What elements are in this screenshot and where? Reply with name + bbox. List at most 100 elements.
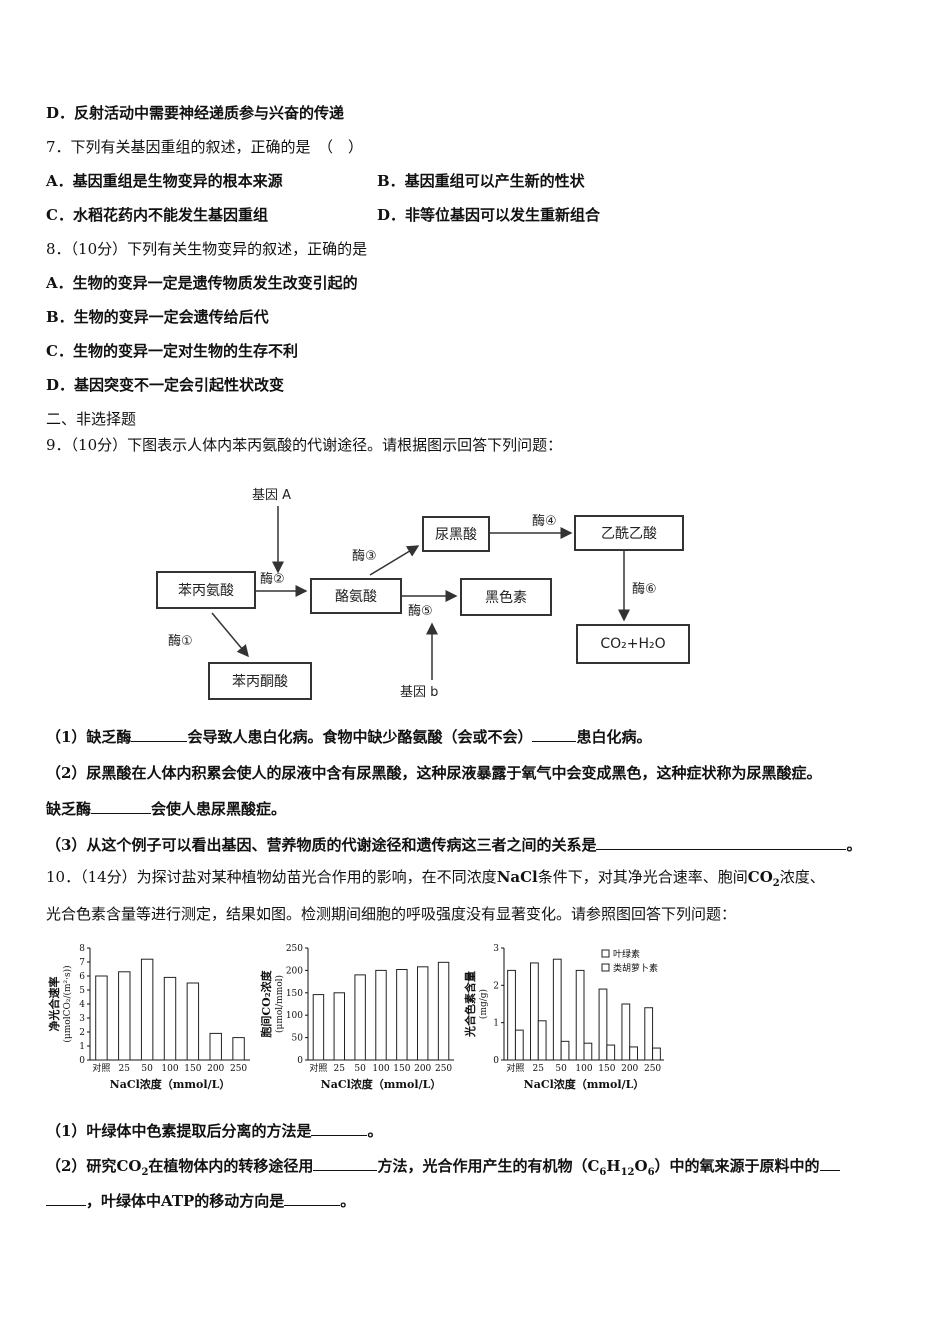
q6-option-d-text: D．反射活动中需要神经递质参与兴奋的传递 [46, 104, 345, 122]
bar [560, 1040, 570, 1061]
enzyme-3-label: 酶③ [352, 549, 377, 564]
y-tick-label: 3 [79, 1014, 85, 1024]
answer-blank[interactable] [284, 1191, 341, 1206]
bar [375, 969, 387, 1061]
x-tick-label: 50 [555, 1064, 567, 1074]
y-tick-label: 1 [79, 1042, 85, 1052]
y-axis-label: (μmol/mmol) [274, 975, 285, 1033]
q6-option-d: D．反射活动中需要神经递质参与兴奋的传递 [46, 102, 344, 123]
x-tick-label: 100 [575, 1064, 592, 1074]
x-tick-label: 150 [184, 1064, 201, 1074]
x-tick-label: 对照 [92, 1062, 110, 1074]
bar [140, 958, 154, 1061]
y-tick-label: 0 [493, 1056, 499, 1066]
q10-co2: CO [747, 868, 773, 886]
q9-part3-text-b: 。 [846, 836, 862, 854]
phenylalanine-box: 苯丙氨酸 [156, 571, 256, 609]
q10-part2-line2: ，叶绿体中ATP的移动方向是。 [46, 1190, 355, 1211]
y-tick-label: 8 [79, 944, 85, 954]
x-tick-label: 150 [598, 1064, 615, 1074]
enzyme-2-label: 酶② [260, 572, 285, 587]
q9-part2-line2: 缺乏酶会使人患尿黑酸症。 [46, 798, 286, 819]
gene-b-label: 基因 b [400, 685, 439, 700]
legend-label: 类胡萝卜素 [613, 962, 658, 974]
enzyme-5-label: 酶⑤ [408, 604, 433, 619]
y-tick-label: 0 [297, 1056, 303, 1066]
tyrosine-box: 酪氨酸 [310, 578, 402, 614]
bar [95, 975, 108, 1061]
q10-atp: ATP [161, 1192, 195, 1210]
y-axis-label: (μmolCO₂/(m²·s)) [62, 965, 73, 1042]
bar [333, 992, 345, 1061]
q9-stem: 9．（10分）下图表示人体内苯丙氨酸的代谢途径。请根据图示回答下列问题： [46, 436, 563, 454]
y-tick-label: 100 [286, 1011, 303, 1021]
y-tick-label: 250 [286, 944, 303, 954]
y-tick-label: 50 [292, 1034, 304, 1044]
bar [232, 1037, 245, 1061]
q10-part2-text-a: （2）研究 [46, 1157, 117, 1175]
bar [312, 994, 325, 1061]
q10-part2-co2-sub: 2 [141, 1167, 149, 1178]
q8-option-b: B．生物的变异一定会遗传给后代 [46, 308, 269, 326]
y-tick-label: 5 [79, 986, 85, 996]
q9-part1-text-c: 患白化病。 [576, 728, 652, 746]
q10-co2-sub: 2 [772, 878, 780, 889]
q8-option-a: A．生物的变异一定是遗传物质发生改变引起的 [46, 274, 358, 292]
formula-o-sub: 6 [647, 1167, 655, 1178]
y-tick-label: 1 [493, 1019, 499, 1029]
melanin-box: 黑色素 [460, 578, 552, 616]
q8-option-c: C．生物的变异一定对生物的生存不利 [46, 342, 298, 360]
answer-blank[interactable] [131, 727, 188, 742]
enzyme-4-label: 酶④ [532, 514, 557, 529]
q10-part2-text-g: 。 [340, 1192, 356, 1210]
phenylpyruvate-box: 苯丙酮酸 [208, 662, 312, 700]
bar [575, 969, 585, 1061]
answer-blank[interactable] [819, 1156, 840, 1171]
y-axis-label: 净光合速率 [47, 977, 61, 1032]
x-tick-label: 50 [141, 1064, 153, 1074]
answer-blank[interactable] [596, 835, 847, 850]
answer-blank[interactable] [313, 1156, 378, 1171]
x-tick-label: 250 [230, 1064, 247, 1074]
bar [507, 969, 516, 1061]
y-axis-label: (mg/g) [478, 989, 489, 1019]
x-tick-label: 25 [119, 1064, 131, 1074]
q9-part3-text-a: （3）从这个例子可以看出基因、营养物质的代谢途径和遗传病这三者之间的关系是 [46, 836, 597, 854]
formula-o: O [634, 1157, 648, 1175]
q10-part1: （1）叶绿体中色素提取后分离的方法是。 [46, 1120, 382, 1141]
q10-part2-text-c: 方法，光合作用产生的有机物（ [377, 1157, 588, 1175]
answer-blank[interactable] [91, 799, 152, 814]
x-tick-label: 对照 [309, 1062, 327, 1074]
q9-part1-text-b: 会导致人患白化病。食物中缺少酪氨酸（会或不会） [187, 728, 533, 746]
co2-water-box: CO₂+H₂O [576, 624, 690, 664]
x-tick-label: 200 [621, 1064, 638, 1074]
metabolic-pathway-diagram: 基因 A 酶② 苯丙氨酸 酶① 苯丙酮酸 酪氨酸 酶③ 尿黑酸 酶④ 乙酰乙酸 … [148, 478, 708, 708]
formula-h-sub: 12 [620, 1167, 635, 1178]
q7-option-a: A．基因重组是生物变异的根本来源 [46, 172, 283, 190]
answer-blank[interactable] [311, 1121, 368, 1136]
q9-part2-text-b: 缺乏酶 [46, 800, 92, 818]
legend-label: 叶绿素 [613, 948, 640, 960]
answer-blank[interactable] [46, 1191, 86, 1206]
bar [652, 1047, 661, 1061]
bar [644, 1007, 654, 1061]
x-tick-label: 50 [354, 1064, 366, 1074]
legend-swatch [601, 949, 610, 958]
x-tick-label: 200 [414, 1064, 431, 1074]
bar [583, 1042, 593, 1061]
q10-part2-text-d: ）中的氧来源于原料中的 [654, 1157, 820, 1175]
q7-option-d: D．非等位基因可以发生重新组合 [377, 206, 601, 224]
q10-part2-text-b: 在植物体内的转移途径用 [148, 1157, 314, 1175]
bar [514, 1029, 524, 1061]
y-tick-label: 4 [79, 1000, 85, 1010]
q10-stem-line1: 10．（14分）为探讨盐对某种植物幼苗光合作用的影响，在不同浓度NaCl条件下，… [46, 866, 825, 889]
x-tick-label: 25 [533, 1064, 545, 1074]
answer-blank[interactable] [532, 727, 577, 742]
y-tick-label: 150 [286, 989, 303, 999]
bar [163, 976, 177, 1061]
y-tick-label: 200 [286, 966, 303, 976]
q10-stem-text-b: 条件下，对其净光合速率、胞间 [537, 868, 748, 886]
q10-part2-co2: CO [116, 1157, 142, 1175]
